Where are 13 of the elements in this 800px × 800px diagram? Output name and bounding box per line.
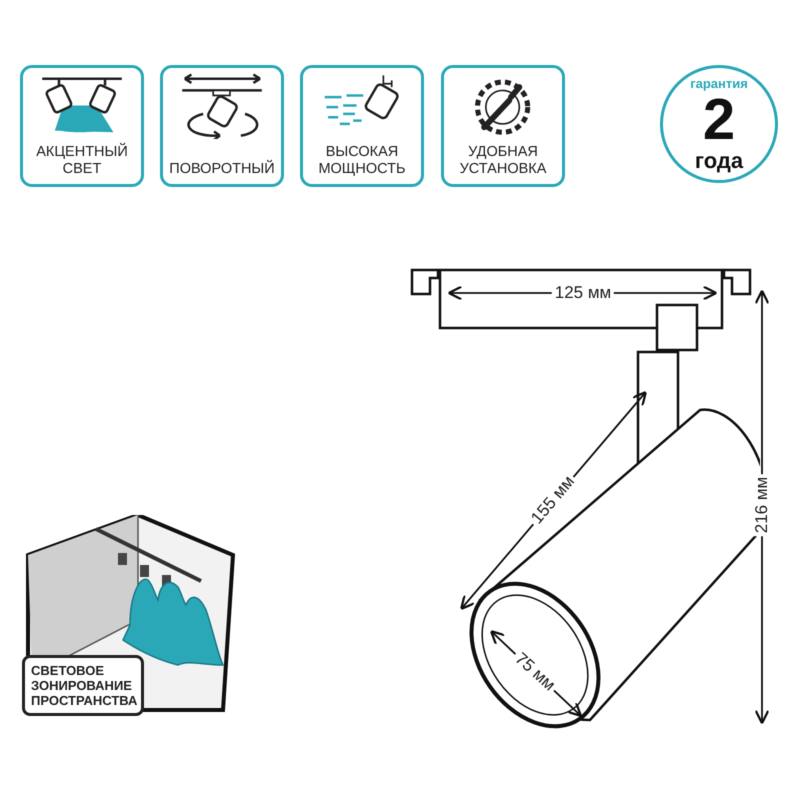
- warranty-caption: гарантия: [689, 76, 749, 91]
- warranty-unit: года: [694, 150, 744, 172]
- feature-label: АКЦЕНТНЫЙ СВЕТ: [35, 144, 129, 178]
- feature-card: [20, 65, 144, 187]
- feature-card: [441, 65, 565, 187]
- feature-card: [160, 65, 284, 187]
- caption-text: СВЕТОВОЕ ЗОНИРОВАНИЕ ПРОСТРАНСТВА: [31, 663, 138, 708]
- caption-box: [22, 655, 144, 716]
- feature-label: ВЫСОКАЯ МОЩНОСТЬ: [317, 144, 407, 178]
- feature-label: УДОБНАЯ УСТАНОВКА: [458, 144, 548, 178]
- warranty-years: 2: [702, 90, 736, 150]
- feature-card: [300, 65, 424, 187]
- feature-label: ПОВОРОТНЫЙ: [168, 161, 276, 178]
